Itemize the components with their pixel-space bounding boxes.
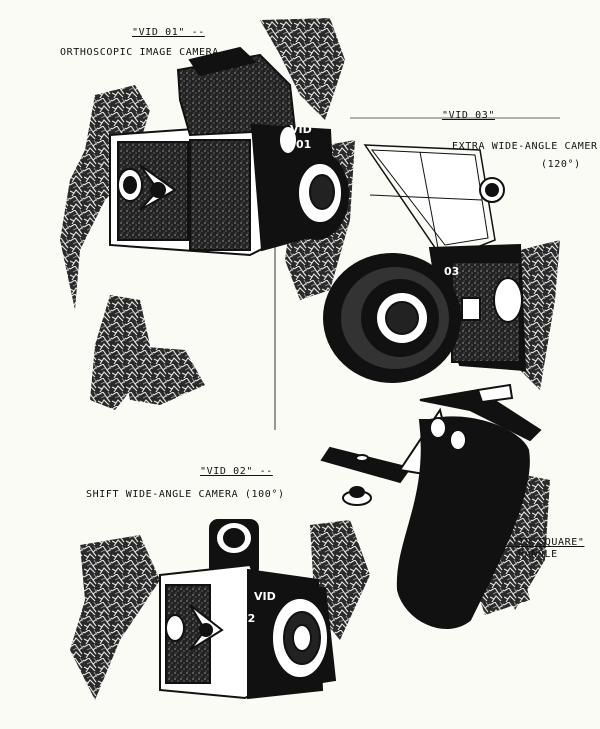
- handle-title-label: HANDLE: [518, 549, 558, 560]
- vid01-title-label: ORTHOSCOPIC IMAGE CAMERA: [60, 47, 219, 58]
- vid03-camera: [323, 144, 527, 383]
- vid01-camera: [109, 46, 349, 257]
- vid02-code-label: "VID 02" --: [200, 466, 273, 477]
- vid03-title-label: EXTRA WIDE-ANGLE CAMER: [452, 141, 598, 152]
- vid02-number: 02: [240, 612, 255, 625]
- vid01-engraving: VID: [290, 123, 312, 136]
- vid02-engraving: VID: [254, 590, 276, 603]
- vid02-camera: [159, 519, 337, 700]
- vid01-code-label: "VID 01" --: [132, 27, 205, 38]
- handle-code-label: "VID SQUARE": [505, 537, 585, 548]
- vid03-code-label: "VID 03": [442, 110, 495, 121]
- vid-square-handle: [320, 383, 542, 630]
- vid03-number: 03: [444, 265, 459, 278]
- vid01-number: 01: [296, 138, 311, 151]
- vid03-angle-label: (120°): [541, 159, 581, 170]
- vid02-title-label: SHIFT WIDE-ANGLE CAMERA (100°): [86, 489, 285, 500]
